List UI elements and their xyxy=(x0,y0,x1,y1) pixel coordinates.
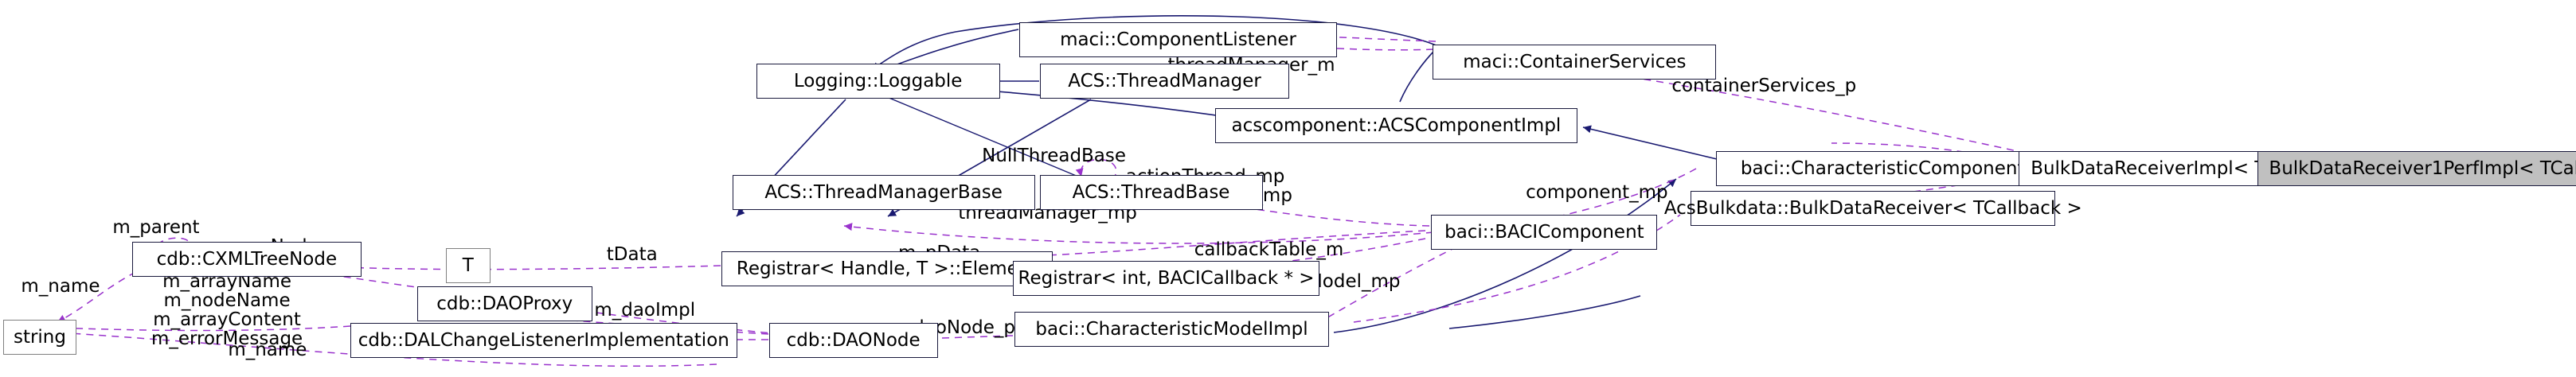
node-cdb-daoproxy[interactable]: cdb::DAOProxy xyxy=(416,286,592,321)
node-string[interactable]: string xyxy=(2,320,76,355)
node-bulkdatareceiver1perfimpl[interactable]: BulkDataReceiver1PerfImpl< TCallback > xyxy=(2257,151,2576,186)
node-acs-threadmanagerbase[interactable]: ACS::ThreadManagerBase xyxy=(732,175,1035,210)
node-baci-characteristicmodelimpl[interactable]: baci::CharacteristicModelImpl xyxy=(1014,312,1330,347)
edge-label-m-parent: m_parent xyxy=(112,217,200,238)
node-label: string xyxy=(13,326,66,348)
node-logging-loggable[interactable]: Logging::Loggable xyxy=(756,64,1000,99)
node-label: BulkDataReceiver1PerfImpl< TCallback > xyxy=(2269,157,2576,179)
node-label: T xyxy=(462,255,474,276)
edge-label-nullthreadbase: NullThreadBase xyxy=(982,146,1127,166)
node-label: Registrar< Handle, T >::Element xyxy=(736,258,1038,279)
node-label: cdb::DAOProxy xyxy=(436,293,573,314)
node-label: Logging::Loggable xyxy=(793,70,963,91)
node-label: maci::ContainerServices xyxy=(1463,51,1687,72)
node-label: acscomponent::ACSComponentImpl xyxy=(1231,115,1562,136)
node-acs-threadbase[interactable]: ACS::ThreadBase xyxy=(1039,175,1263,210)
node-label: ACS::ThreadManager xyxy=(1068,70,1261,91)
node-label: cdb::CXMLTreeNode xyxy=(156,248,338,270)
node-acsbulkdata-bulkdatareceiver[interactable]: AcsBulkdata::BulkDataReceiver< TCallback… xyxy=(1664,191,2082,226)
node-registrar-int-bacicallback[interactable]: Registrar< int, BACICallback * > xyxy=(1012,261,1320,296)
node-label: baci::CharacteristicModelImpl xyxy=(1035,318,1308,340)
node-cdb-dalchangelistenerimplementation[interactable]: cdb::DALChangeListenerImplementation xyxy=(350,323,737,358)
edge-label-containerservices-p: containerServices_p xyxy=(1671,76,1857,96)
edge-label-component-mp: component_mp xyxy=(1526,182,1668,203)
edge-label-callbacktable-m: callbackTable_m xyxy=(1194,239,1344,260)
node-label: Registrar< int, BACICallback * > xyxy=(1018,267,1315,289)
node-maci-componentlistener[interactable]: maci::ComponentListener xyxy=(1018,22,1338,57)
edge-label-m-name-bottom: m_name xyxy=(228,340,307,360)
node-label: AcsBulkdata::BulkDataReceiver< TCallback… xyxy=(1663,197,2082,219)
node-acs-threadmanager[interactable]: ACS::ThreadManager xyxy=(1039,64,1290,99)
node-t[interactable]: T xyxy=(445,248,491,283)
edge-label-m-name-left: m_name xyxy=(21,276,100,297)
edge-label-tdata: tData xyxy=(606,244,658,265)
node-label: cdb::DALChangeListenerImplementation xyxy=(358,329,729,351)
node-baci-bacicomponent[interactable]: baci::BACIComponent xyxy=(1431,215,1658,250)
node-label: maci::ComponentListener xyxy=(1060,29,1296,50)
node-cdb-cxmltreenode[interactable]: cdb::CXMLTreeNode xyxy=(131,242,362,277)
edge-label-m-daoimpl: m_daoImpl xyxy=(594,300,696,321)
node-label: ACS::ThreadManagerBase xyxy=(764,181,1003,203)
node-acscomponent-acscomponentimpl[interactable]: acscomponent::ACSComponentImpl xyxy=(1214,108,1578,143)
node-label: baci::BACIComponent xyxy=(1444,221,1644,243)
node-label: cdb::DAONode xyxy=(786,329,921,351)
edge-label-m-arrayname: m_arrayName m_nodeName m_arrayContent m_… xyxy=(150,271,303,349)
node-registrar-handle-t-element[interactable]: Registrar< Handle, T >::Element xyxy=(721,251,1053,286)
node-label: baci::CharacteristicComponentImpl xyxy=(1740,157,2065,179)
node-maci-containerservices[interactable]: maci::ContainerServices xyxy=(1433,45,1717,80)
node-label: ACS::ThreadBase xyxy=(1072,181,1230,203)
node-cdb-daonode[interactable]: cdb::DAONode xyxy=(768,323,938,358)
